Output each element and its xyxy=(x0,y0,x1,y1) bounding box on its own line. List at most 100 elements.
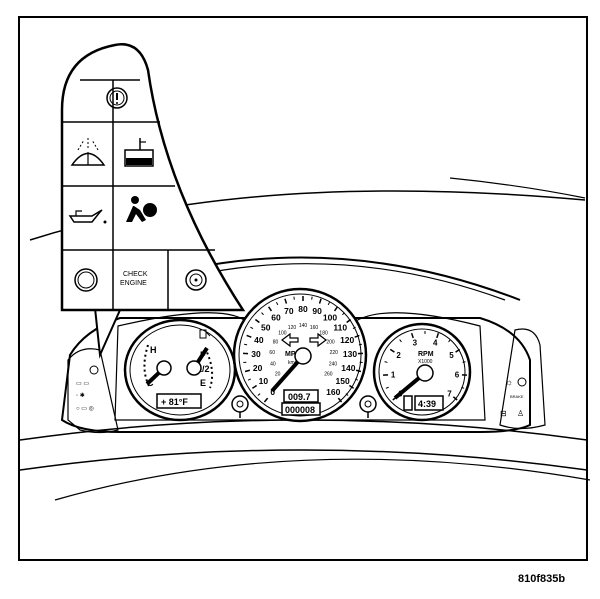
tachometer-label: 6 xyxy=(455,370,460,379)
speedometer-kmh-label: 40 xyxy=(270,361,276,367)
tachometer-minor-tick xyxy=(461,386,465,389)
odometer-display xyxy=(281,402,321,416)
odometer-value: 000008 xyxy=(285,405,315,415)
tachometer-minor-tick xyxy=(384,361,388,363)
speedometer-unit-mph: MPH xyxy=(285,351,301,358)
warning-light-callout-panel: CHECK ENGINE xyxy=(60,43,246,312)
clock-value: 4:39 xyxy=(418,399,436,409)
outside-temp-display xyxy=(156,393,202,409)
speedometer-mph-tick xyxy=(348,384,355,389)
speedometer-mph-minor-tick xyxy=(244,343,248,346)
speedometer-kmh-label: 60 xyxy=(269,350,275,356)
speedometer-mph-label: 100 xyxy=(323,312,337,322)
speedometer-mph-label: 30 xyxy=(251,349,261,359)
oil-pressure-icon xyxy=(68,209,107,224)
speedometer-mph-label: 130 xyxy=(343,349,357,359)
callout-pointer xyxy=(94,307,121,359)
speedometer-mph-label: 150 xyxy=(336,376,350,386)
airbag-icon xyxy=(126,196,157,222)
speedometer-kmh-label: 120 xyxy=(288,325,297,331)
speedometer-mph-minor-tick xyxy=(345,393,349,396)
speedometer-mph-minor-tick xyxy=(352,326,356,330)
temp-needle-hub xyxy=(156,360,172,376)
speedometer-kmh-label: 260 xyxy=(324,372,333,378)
diagram-frame xyxy=(18,16,588,561)
speedometer-mph-label: 140 xyxy=(341,363,355,373)
speedometer-kmh-label: 80 xyxy=(273,339,279,345)
left-pod-icons-row2: ◦ ✱ xyxy=(76,392,85,399)
speedometer-mph-tick xyxy=(318,298,322,304)
speedometer-mph-minor-tick xyxy=(327,301,330,306)
speedometer-unit-kmh: km/h xyxy=(288,360,299,366)
speedometer-mph-label: 50 xyxy=(261,322,271,332)
tachometer-label: 7 xyxy=(447,389,452,398)
speedometer-mph-label: 0 xyxy=(270,387,275,397)
fuel-empty-label: E xyxy=(200,378,206,388)
left-pod-indicator-icon xyxy=(89,365,99,375)
right-pod-brake-label: BRAKE xyxy=(510,394,524,399)
speedometer-kmh-label: 180 xyxy=(319,331,328,337)
speedometer-mph-label: 40 xyxy=(254,335,264,345)
speedometer-mph-label: 160 xyxy=(326,387,340,397)
speedometer-mph-minor-tick xyxy=(261,312,264,316)
tachometer-tick xyxy=(436,332,440,339)
left-reset-knob xyxy=(231,395,249,418)
speedometer-mph-label: 60 xyxy=(271,312,281,322)
tachometer-label: 1 xyxy=(391,370,396,379)
fuel-temp-gauge: H C F 1/2 E + 81°F xyxy=(123,318,237,422)
speedometer-kmh-label: 220 xyxy=(330,350,339,356)
speedometer-mph-tick xyxy=(263,397,269,403)
right-pod-seatbelt-icon: ♙ xyxy=(517,409,524,418)
speedometer-mph-label: 120 xyxy=(340,335,354,345)
gear-indicator-box xyxy=(403,395,413,411)
speedometer-mph-tick xyxy=(246,334,252,338)
speedometer-mph-minor-tick xyxy=(257,393,261,396)
speedometer-mph-label: 10 xyxy=(259,376,269,386)
speedometer-kmh-label: 200 xyxy=(326,339,335,345)
tachometer-minor-tick xyxy=(448,339,451,343)
tachometer-label: 3 xyxy=(413,338,418,347)
tachometer-tick xyxy=(455,348,461,353)
speedometer-mph-minor-tick xyxy=(358,343,362,346)
temp-high-label: H xyxy=(150,345,157,355)
speedometer-kmh-label: 240 xyxy=(329,361,338,367)
speedometer-needle-hub xyxy=(294,347,312,365)
figure-id: 810f835b xyxy=(518,573,565,585)
left-pod-icons-row3: ○ ▭ ◎ xyxy=(76,406,94,412)
tachometer-tick xyxy=(452,396,458,401)
brake-warning-icon xyxy=(106,87,128,109)
speedometer-mph-label: 80 xyxy=(298,304,308,314)
speedometer-mph-tick xyxy=(254,318,260,324)
speedometer-tick-marks xyxy=(243,296,363,403)
check-engine-label-line1: CHECK xyxy=(123,271,148,278)
speedometer-mph-minor-tick xyxy=(342,312,345,316)
tachometer-tick xyxy=(410,332,414,339)
right-turn-signal-icon xyxy=(309,332,327,348)
speedometer-mph-label: 90 xyxy=(312,306,322,316)
low-traction-icon xyxy=(74,268,98,292)
speedometer-mph-tick xyxy=(354,334,360,338)
tachometer-minor-tick xyxy=(385,386,389,389)
fuel-pump-icon xyxy=(199,329,207,339)
tachometer-tick xyxy=(389,348,395,353)
speedometer-mph-minor-tick xyxy=(247,378,252,381)
left-turn-signal-icon xyxy=(281,332,299,348)
check-engine-label-line2: ENGINE xyxy=(120,280,147,287)
tachometer-unit-rpm: RPM xyxy=(418,351,434,358)
washer-fluid-icon xyxy=(70,138,106,166)
speedometer-mph-tick xyxy=(284,298,288,304)
speedometer-mph-tick xyxy=(346,318,352,324)
trip-odometer-value: 009.7 xyxy=(288,392,311,402)
speedometer-mph-tick xyxy=(337,397,343,403)
speedometer-mph-label: 110 xyxy=(333,322,347,332)
steering-wheel-icon xyxy=(185,269,207,291)
speedometer-mph-label: 70 xyxy=(284,306,294,316)
tachometer-needle-hub xyxy=(416,364,434,382)
speedometer-mph-tick xyxy=(244,369,251,373)
speedometer-mph-tick xyxy=(333,306,339,312)
speedometer-kmh-label: 160 xyxy=(310,325,319,331)
speedometer-mph-tick xyxy=(267,306,273,312)
